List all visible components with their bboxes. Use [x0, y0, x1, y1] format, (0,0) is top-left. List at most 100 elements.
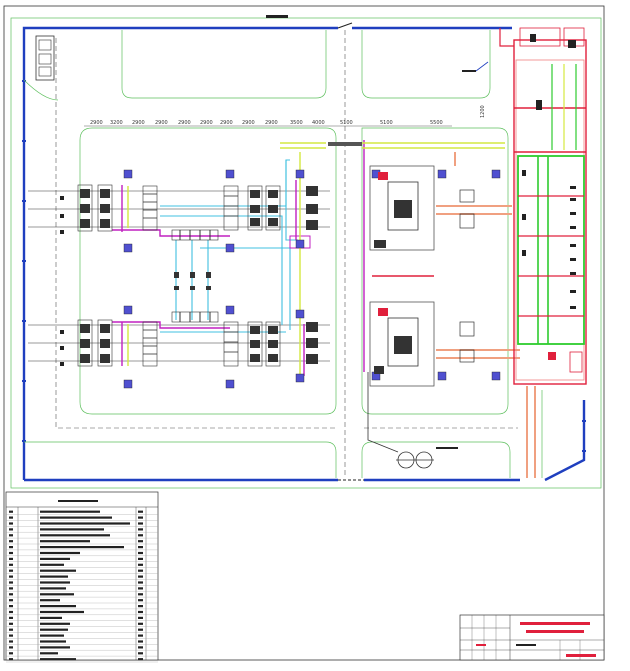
table-cell-index — [9, 534, 13, 537]
dim-label: 2900 — [242, 120, 255, 126]
table-cell-index — [9, 528, 13, 531]
cable-trench — [127, 142, 505, 380]
road-outlines — [23, 30, 543, 478]
table-cell-text — [40, 540, 90, 543]
title-marker — [266, 15, 288, 18]
parts-list-rows — [6, 510, 158, 663]
sheet-border — [3, 5, 605, 661]
table-cell-index — [9, 634, 13, 637]
table-cell-index — [9, 575, 13, 578]
table-cell-text — [40, 546, 124, 549]
table-cell-text — [40, 599, 60, 602]
table-cell-qty — [138, 587, 143, 590]
table-cell-qty — [138, 634, 143, 637]
dim-label: 5100 — [340, 120, 353, 126]
process-building-top — [369, 165, 435, 251]
middle-pumps — [174, 272, 211, 290]
table-cell-text — [40, 563, 64, 566]
table-cell-qty — [138, 628, 143, 631]
table-cell-index — [9, 563, 13, 566]
dim-label: 2900 — [155, 120, 168, 126]
junction-boxes — [123, 169, 501, 389]
parts-list-table — [5, 491, 159, 661]
dim-label: 2900 — [90, 120, 103, 126]
table-cell-index — [9, 599, 13, 602]
table-cell-text — [40, 634, 64, 637]
tank-label-bar — [436, 447, 458, 449]
table-cell-index — [9, 622, 13, 625]
dim-label: 2900 — [220, 120, 233, 126]
table-cell-index — [9, 522, 13, 525]
table-cell-index — [9, 610, 13, 614]
table-cell-qty — [138, 551, 143, 555]
process-building-bottom — [369, 301, 435, 387]
dim-label: 2900 — [132, 120, 145, 126]
table-cell-qty — [138, 622, 143, 625]
table-cell-text — [40, 658, 76, 661]
dim-label: 4000 — [312, 120, 325, 126]
table-cell-qty — [138, 646, 143, 649]
top-right-marker — [462, 70, 476, 72]
table-cell-text — [40, 628, 68, 631]
table-cell-qty — [138, 575, 143, 578]
table-cell-text — [40, 587, 66, 590]
table-cell-index — [9, 652, 13, 655]
storage-tanks — [367, 372, 434, 469]
process-piping — [436, 152, 536, 478]
table-cell-text — [40, 569, 76, 572]
cable-tray — [112, 140, 365, 376]
conveyor-lines — [160, 159, 298, 333]
table-cell-index — [9, 628, 13, 631]
table-cell-index — [9, 569, 13, 572]
table-cell-qty — [138, 658, 143, 661]
table-cell-text — [40, 616, 62, 619]
inner-dashed-line — [55, 30, 518, 478]
table-cell-text — [40, 557, 70, 560]
table-cell-qty — [138, 610, 143, 614]
substation-cells — [522, 170, 576, 309]
substation-area — [499, 27, 587, 385]
table-cell-index — [9, 551, 13, 555]
table-cell-qty — [138, 522, 143, 525]
table-cell-index — [9, 616, 13, 619]
table-cell-qty — [138, 540, 143, 543]
dim-label: 5500 — [430, 120, 443, 126]
table-cell-index — [9, 546, 13, 549]
trench-crossing — [328, 142, 362, 146]
dim-label: 2900 — [200, 120, 213, 126]
table-cell-qty — [138, 616, 143, 619]
dim-label: 3500 — [290, 120, 303, 126]
dim-label: 5100 — [380, 120, 393, 126]
table-cell-qty — [138, 516, 143, 519]
equipment-array-top-left — [77, 184, 318, 241]
small-tanks — [459, 189, 475, 363]
table-cell-text — [40, 593, 74, 596]
table-cell-text — [40, 640, 66, 643]
table-cell-index — [9, 510, 13, 513]
table-cell-index — [9, 557, 13, 560]
table-cell-text — [40, 622, 70, 625]
table-cell-qty — [138, 599, 143, 602]
title-block — [459, 614, 605, 661]
table-cell-index — [9, 658, 13, 661]
table-cell-text — [40, 522, 130, 525]
table-cell-qty — [138, 510, 143, 513]
left-markers — [60, 196, 64, 366]
top-right-leader — [475, 61, 489, 72]
table-cell-qty — [138, 557, 143, 560]
table-cell-qty — [138, 652, 143, 655]
outer-site-area — [10, 17, 602, 489]
array-feed-lines-bottom — [28, 324, 330, 362]
table-cell-text — [40, 652, 58, 655]
table-cell-qty — [138, 581, 143, 584]
array-feed-lines-top — [28, 190, 330, 228]
table-cell-index — [9, 605, 13, 608]
table-cell-index — [9, 516, 13, 519]
dim-label: 3200 — [110, 120, 123, 126]
table-cell-qty — [138, 569, 143, 572]
table-cell-index — [9, 593, 13, 596]
table-cell-qty — [138, 546, 143, 549]
table-cell-text — [40, 551, 80, 555]
dimension-labels: 2900 3200 2900 2900 2900 2900 2900 2900 … — [90, 105, 486, 126]
